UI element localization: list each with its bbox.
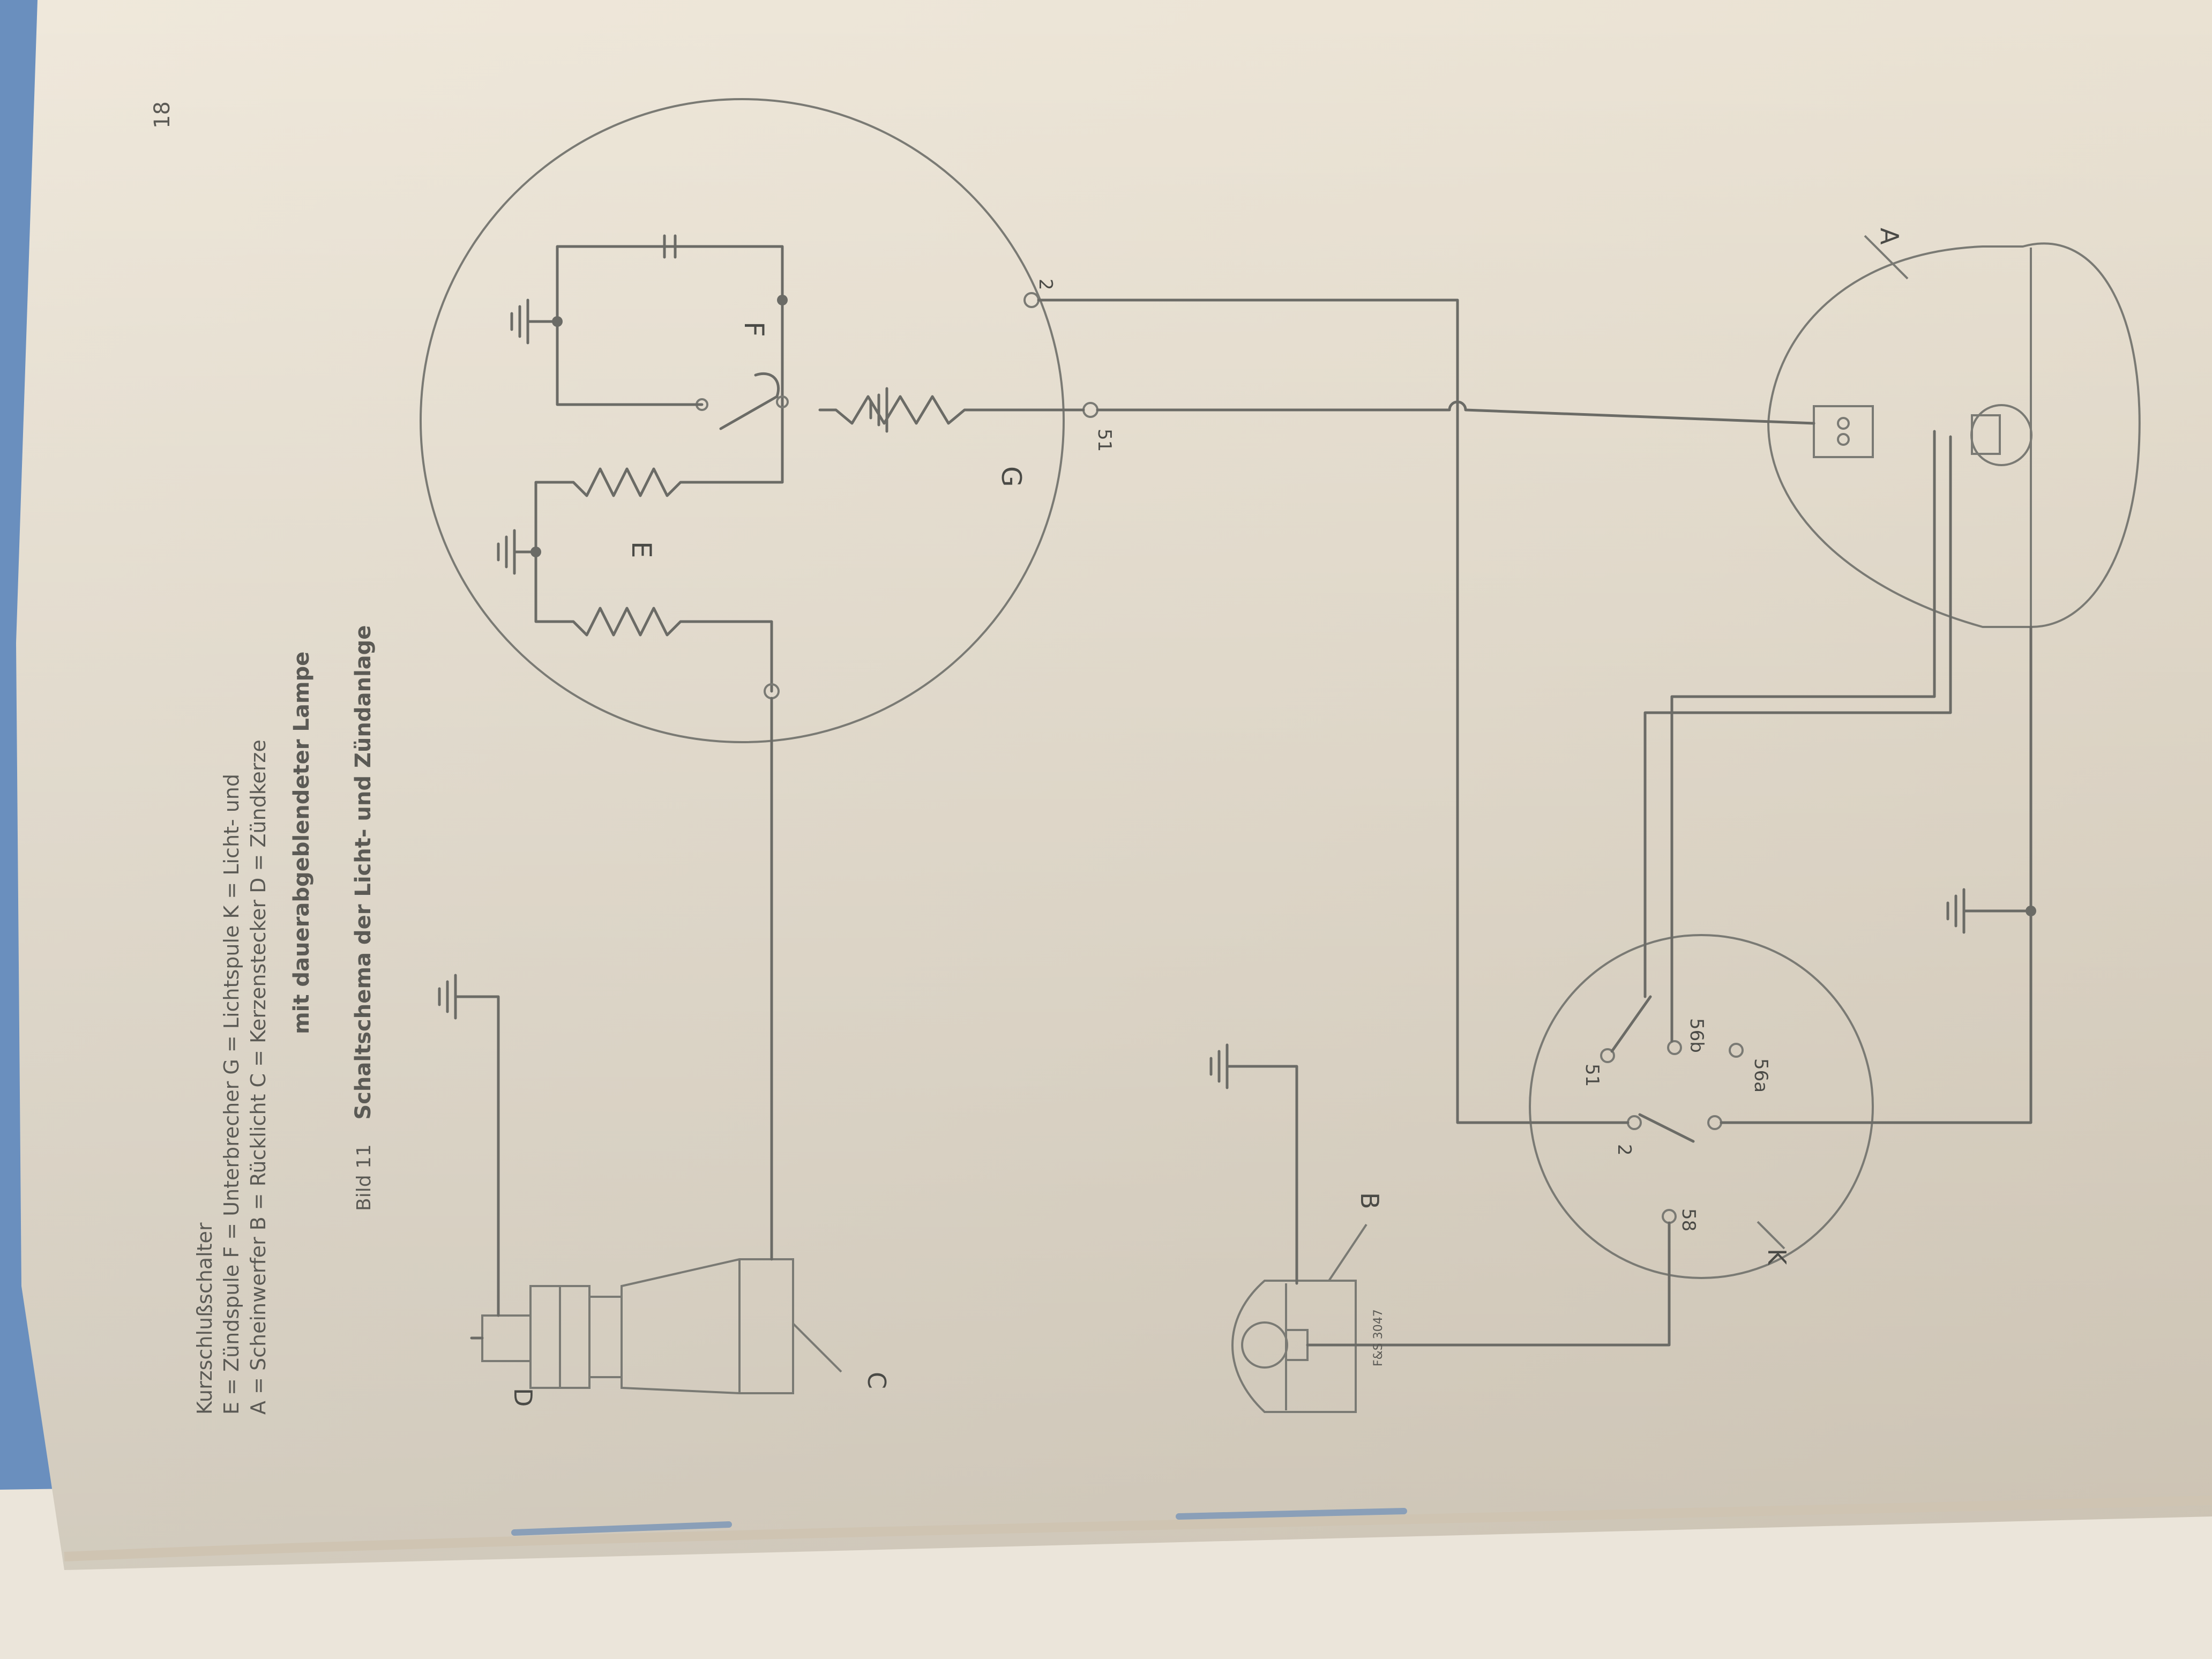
- magneto-housing: [420, 98, 1065, 743]
- wire-58-to-rear-light: [1306, 1221, 1671, 1347]
- light-switch-housing: [1529, 934, 1874, 1279]
- switch-terminal-56b-label: 56b: [1686, 1018, 1707, 1053]
- page-number: 18: [150, 101, 175, 129]
- wire-magneto51-to-headlight: [1096, 400, 1815, 425]
- ignition-coil-label: E: [626, 541, 657, 558]
- switch-lever-2: [1638, 1113, 1695, 1143]
- figure-code-text: F&S 3047: [1372, 1309, 1385, 1366]
- caption-title-line2: mit dauerabgeblendeter Lampe: [289, 652, 314, 1034]
- ground-icon-coil-g: [869, 387, 888, 433]
- page-shade: [16, 0, 2212, 1570]
- headlight-socket: [1971, 414, 2001, 455]
- switch-terminal-right: [1707, 1115, 1722, 1130]
- spark-plug-label: D: [509, 1388, 537, 1407]
- spark-plug-insulator: [588, 1296, 623, 1378]
- headlight-terminal-1: [1837, 417, 1850, 430]
- plug-connector: [621, 1258, 794, 1394]
- breaker-cam-icon: [754, 372, 780, 398]
- plug-connector-label: C: [862, 1372, 891, 1389]
- wire-magneto2-to-switch2: [1037, 298, 1630, 1124]
- magneto-terminal-2-label: 2: [1035, 279, 1056, 290]
- magneto-terminal-51: [1082, 402, 1098, 418]
- headlight-terminal-block: [1813, 405, 1874, 458]
- light-switch-arrow: [1757, 1221, 1785, 1250]
- plug-connector-arrow: [792, 1322, 842, 1373]
- breaker-pivot: [776, 395, 789, 408]
- breaker-circuit: [690, 298, 784, 484]
- secondary-circuit: [690, 620, 773, 693]
- spark-plug-thread: [481, 1314, 532, 1362]
- legend-row-2: E = Zündspule F = Unterbrecher G = Licht…: [220, 773, 243, 1415]
- caption-legend-line3: Kurzschlußschalter: [193, 1222, 216, 1415]
- ignition-coil-secondary: [545, 607, 693, 637]
- rear-light-arrow: [1328, 1223, 1367, 1282]
- caption-legend-line1: A = Scheinwerfer B = Rücklicht C = Kerze…: [246, 739, 270, 1415]
- legend-row-3: Kurzschlußschalter: [193, 1222, 216, 1415]
- lighting-coil-winding: [818, 395, 982, 425]
- ground-icon-rear-light: [1209, 1043, 1298, 1285]
- switch-terminal-58: [1662, 1209, 1677, 1224]
- ground-icon-ignition-coil: [497, 529, 516, 575]
- headlight-terminal-2: [1837, 433, 1850, 446]
- lighting-coil-label: G: [996, 466, 1027, 487]
- rear-light-bulb-icon: [1241, 1321, 1288, 1369]
- breaker-node: [777, 295, 788, 305]
- switch-terminal-51-label: 51: [1581, 1064, 1603, 1087]
- wire-headlight-ground-to-56a: [1720, 909, 2032, 1124]
- caption-subtitle: mit dauerabgeblendeter Lampe: [289, 651, 314, 1034]
- binding-stitch: [511, 1508, 1407, 1536]
- breaker-ground-loop: [556, 245, 784, 406]
- headlight-label: A: [1875, 228, 1904, 245]
- switch-terminal-51: [1600, 1048, 1615, 1063]
- switch-terminal-56a: [1729, 1043, 1744, 1058]
- caption-title-line1: Bild 11 Schaltschema der Licht- und Zünd…: [351, 625, 376, 1211]
- ground-icon-headlight: [1946, 625, 2036, 934]
- headlight-housing: [1767, 242, 2141, 628]
- switch-lever-1: [1610, 995, 1652, 1053]
- switch-terminal-56a-label: 56a: [1750, 1058, 1772, 1093]
- ground-icon-spark-plug: [438, 974, 500, 1317]
- ignition-coil-primary: [545, 467, 693, 497]
- breaker-label: F: [738, 322, 769, 337]
- switch-terminal-2: [1627, 1115, 1642, 1130]
- rear-light-socket: [1285, 1329, 1309, 1361]
- ground-icon-breaker: [510, 298, 559, 345]
- figure-code: F&S 3047: [1372, 1309, 1385, 1366]
- rear-light-label: B: [1355, 1192, 1384, 1209]
- wire-headlight-to-56b: [1670, 430, 1936, 1043]
- switch-terminal-2-label: 2: [1613, 1144, 1635, 1156]
- magneto-terminal-51-label: 51: [1094, 429, 1115, 452]
- light-switch-label: K: [1762, 1249, 1791, 1266]
- page-number-text: 18: [150, 101, 175, 129]
- wire-headlight-to-51: [1643, 435, 1952, 998]
- caption-legend-line2: E = Zündspule F = Unterbrecher G = Licht…: [220, 774, 243, 1415]
- breaker-lever: [719, 395, 779, 430]
- caption-title: Schaltschema der Licht- und Zündanlage: [351, 625, 376, 1120]
- headlight-arrow: [1864, 235, 1909, 280]
- page-fold: [64, 1496, 2212, 1561]
- switch-terminal-58-label: 58: [1678, 1208, 1699, 1231]
- switch-terminal-56b: [1667, 1040, 1682, 1055]
- legend-row-1: A = Scheinwerfer B = Rücklicht C = Kerze…: [246, 739, 270, 1415]
- caption-figure-no: Bild 11: [353, 1144, 375, 1211]
- rear-light-housing: [1231, 1280, 1357, 1413]
- magneto-terminal-2: [1023, 292, 1040, 308]
